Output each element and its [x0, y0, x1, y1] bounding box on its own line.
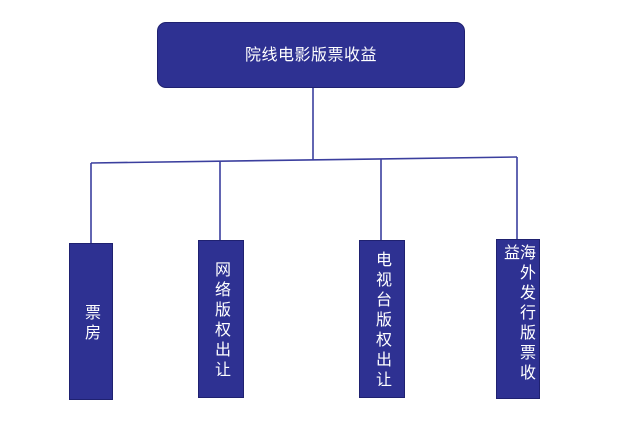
root-node-label: 院线电影版票收益	[244, 45, 377, 64]
child-node-online-rights: 网络版权出让	[198, 240, 244, 398]
child-node-label: 海外发行版票收益	[501, 244, 536, 384]
branch-bar-line	[90, 156, 518, 164]
child-node-label: 电视台版权出让	[373, 251, 392, 391]
child-node-label: 票房	[82, 303, 101, 344]
child-node-overseas-distribution: 海外发行版票收益	[496, 239, 540, 399]
child-node-tv-rights: 电视台版权出让	[359, 240, 405, 398]
child-node-label: 网络版权出让	[212, 261, 231, 381]
root-node: 院线电影版票收益	[157, 22, 465, 88]
child-node-box-office: 票房	[69, 243, 113, 400]
